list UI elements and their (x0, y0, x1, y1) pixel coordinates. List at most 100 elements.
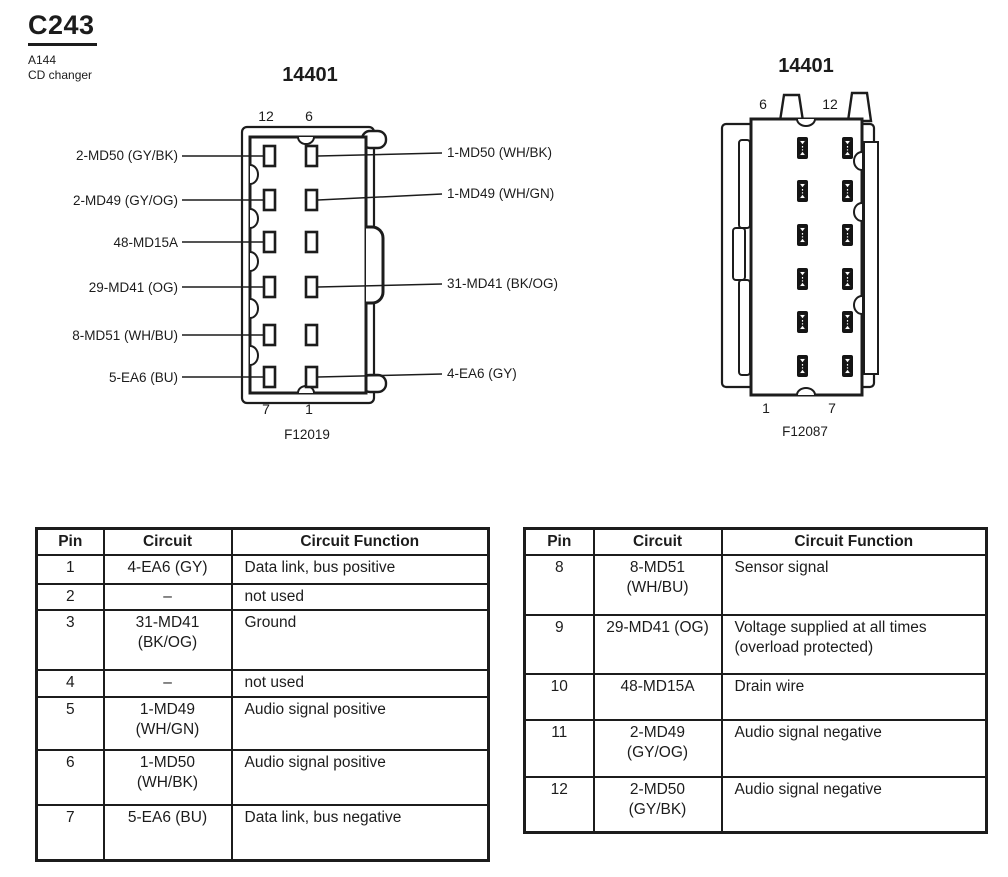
pin-row: 9 29-MD41 (OG) Voltage supplied at all t… (523, 614, 988, 675)
col-header-pin: Pin (35, 527, 105, 556)
pin-row: 3 31-MD41 (BK/OG) Ground (35, 609, 490, 671)
pin-row: 6 1-MD50 (WH/BK) Audio signal positive (35, 749, 490, 806)
col-header-function: Circuit Function (720, 527, 988, 556)
function-cell: Data link, bus positive (230, 554, 490, 585)
pin-cell: 5 (35, 696, 105, 751)
rear-pin-number-top-right: 12 (822, 96, 838, 112)
pin-row: 5 1-MD49(WH/GN) Audio signal positive (35, 696, 490, 751)
circuit-line: (GY/BK) (628, 801, 687, 818)
circuit-line: 31-MD41 (135, 614, 200, 631)
function-line: Audio signal negative (734, 724, 882, 741)
front-pin-number-bottom-right: 1 (305, 401, 313, 417)
function-line: Sensor signal (734, 559, 829, 576)
wire-label: 2-MD50 (GY/BK) (75, 148, 178, 163)
circuit-cell: 5-EA6 (BU) (102, 804, 233, 861)
circuit-cell: 29-MD41 (OG) (592, 614, 723, 675)
wire-label: 4-EA6 (GY) (447, 366, 517, 381)
wire-label: 8-MD51 (WH/BU) (72, 328, 178, 343)
pin-row: 2 – not used (35, 583, 490, 611)
circuit-line: (BK/OG) (137, 634, 198, 651)
circuit-line: – (163, 588, 172, 605)
pin-cell: 7 (35, 804, 105, 861)
wire-label: 31-MD41 (BK/OG) (447, 276, 559, 291)
pin-cell: 3 (35, 609, 105, 671)
pin-cell: 11 (523, 719, 595, 778)
rear-pin-number-bottom-left: 1 (762, 400, 770, 416)
circuit-line: (WH/BU) (626, 579, 689, 596)
pin-cell: 10 (523, 673, 595, 721)
table-header-row: Pin Circuit Circuit Function (523, 527, 988, 556)
wire-label: 29-MD41 (OG) (88, 280, 178, 295)
front-figure-caption: F12019 (284, 427, 330, 442)
circuit-line: (WH/GN) (135, 721, 200, 738)
circuit-cell: 48-MD15A (592, 673, 723, 721)
circuit-line: 5-EA6 (BU) (127, 809, 208, 826)
function-cell: Audio signal negative (720, 719, 988, 778)
col-header-circuit: Circuit (592, 527, 723, 556)
rear-figure-caption: F12087 (782, 424, 828, 439)
circuit-cell: – (102, 583, 233, 611)
front-top-notch (297, 136, 315, 145)
circuit-cell: 4-EA6 (GY) (102, 554, 233, 585)
circuit-line: 48-MD15A (620, 678, 695, 695)
function-cell: Audio signal positive (230, 749, 490, 806)
pin-row: 10 48-MD15A Drain wire (523, 673, 988, 721)
front-leader-lines (182, 152, 443, 378)
circuit-cell: 2-MD49(GY/OG) (592, 719, 723, 778)
rear-connector-body (749, 117, 864, 397)
front-connector-body (248, 135, 368, 395)
circuit-cell: 2-MD50(GY/BK) (592, 776, 723, 833)
front-pin-number-top-left: 12 (258, 108, 274, 124)
circuit-line: – (163, 674, 172, 691)
function-cell: Audio signal negative (720, 776, 988, 833)
function-cell: Data link, bus negative (230, 804, 490, 861)
front-latch (366, 225, 385, 305)
circuit-cell: 31-MD41 (BK/OG) (102, 609, 233, 671)
table-header-row: Pin Circuit Circuit Function (35, 527, 490, 556)
connector-id-title: C243 (28, 10, 97, 46)
pin-cell: 9 (523, 614, 595, 675)
pin-row: 1 4-EA6 (GY) Data link, bus positive (35, 554, 490, 585)
front-view-drawing (182, 125, 443, 405)
pin-cell: 12 (523, 776, 595, 833)
circuit-line: 4-EA6 (GY) (127, 559, 208, 576)
function-cell: not used (230, 669, 490, 698)
connector-diagrams-svg (182, 91, 879, 405)
circuit-cell: 1-MD50 (WH/BK) (102, 749, 233, 806)
function-cell: Audio signal positive (230, 696, 490, 751)
function-line: Audio signal positive (244, 701, 386, 718)
circuit-line: 1-MD50 (139, 754, 196, 771)
pin-row: 11 2-MD49(GY/OG) Audio signal negative (523, 719, 988, 778)
function-cell: Sensor signal (720, 554, 988, 616)
circuit-line: 29-MD41 (OG) (606, 619, 709, 636)
rear-view-drawing (720, 91, 879, 397)
function-line: Ground (244, 614, 297, 631)
pin-row: 4 – not used (35, 669, 490, 698)
function-cell: Ground (230, 609, 490, 671)
pin-cell: 6 (35, 749, 105, 806)
pin-cell: 2 (35, 583, 105, 611)
front-pin-number-top-right: 6 (305, 108, 313, 124)
wire-label: 1-MD50 (WH/BK) (447, 145, 553, 160)
function-line: not used (244, 674, 304, 691)
function-line: Audio signal positive (244, 754, 386, 771)
front-part-number: 14401 (282, 64, 338, 86)
wire-label: 5-EA6 (BU) (108, 370, 178, 385)
function-line: Data link, bus negative (244, 809, 402, 826)
component-desc: CD changer (28, 68, 93, 82)
circuit-line: (WH/BK) (136, 774, 199, 791)
rear-right-flange (863, 141, 879, 375)
function-cell: Voltage supplied at all times(overload p… (720, 614, 988, 675)
rear-pin-number-top-left: 6 (759, 96, 767, 112)
circuit-line: 8-MD51 (629, 559, 686, 576)
function-cell: Drain wire (720, 673, 988, 721)
circuit-cell: – (102, 669, 233, 698)
rear-part-number: 14401 (778, 55, 834, 77)
component-code: A144 (28, 53, 57, 67)
pin-cell: 8 (523, 554, 595, 616)
col-header-circuit: Circuit (102, 527, 233, 556)
function-line: not used (244, 588, 304, 605)
pin-table-left: Pin Circuit Circuit Function 1 4-EA6 (GY… (35, 527, 490, 862)
function-line: Drain wire (734, 678, 805, 695)
